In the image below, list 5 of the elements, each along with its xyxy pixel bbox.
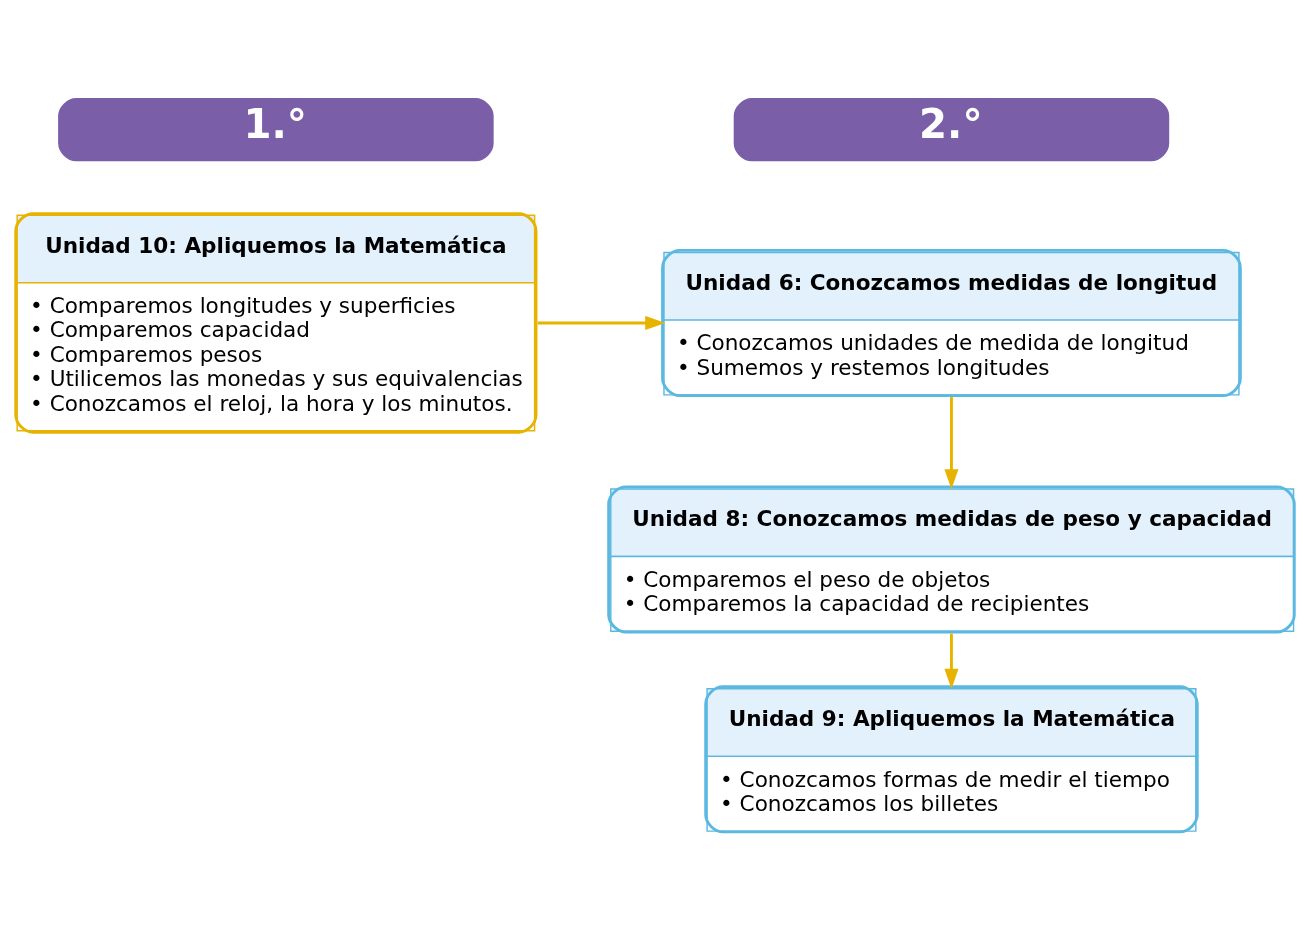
arrow — [537, 315, 666, 330]
node-box: 2.° — [733, 97, 1170, 161]
arrow — [944, 633, 959, 689]
arrow — [944, 396, 959, 489]
node-box: 1.° — [58, 97, 494, 161]
